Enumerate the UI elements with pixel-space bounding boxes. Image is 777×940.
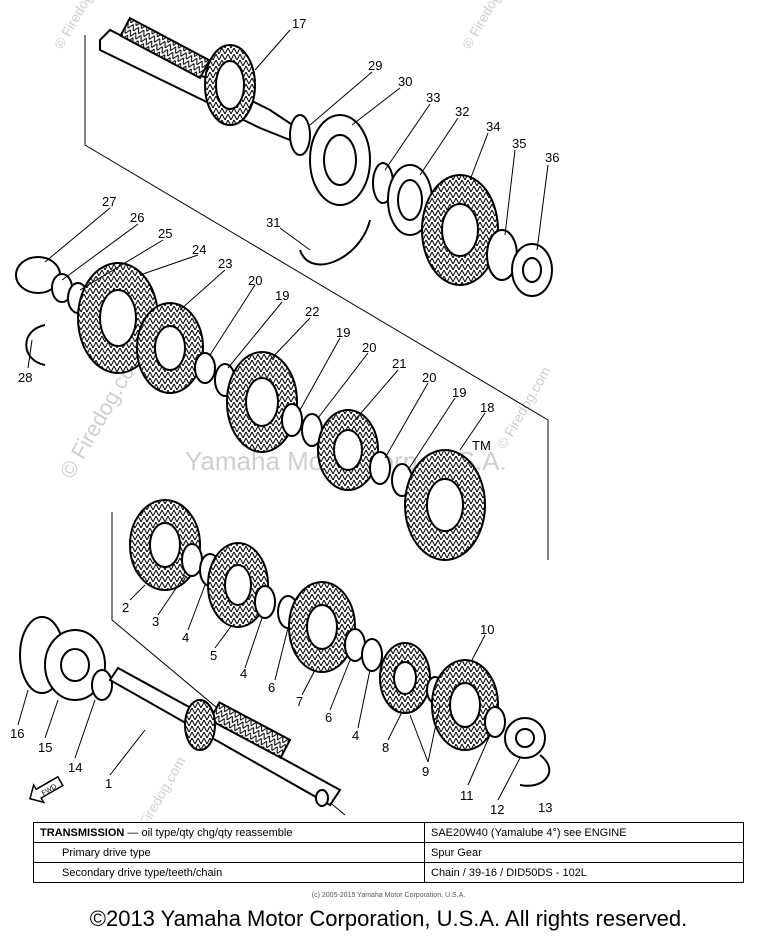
callout-17: 17 [292, 16, 306, 31]
spec-row-secondary: Secondary drive type/teeth/chain Chain /… [33, 862, 744, 883]
callout-29: 29 [368, 58, 382, 73]
callout-7: 7 [296, 694, 303, 709]
spec-table: TRANSMISSION — oil type/qty chg/qty reas… [33, 822, 744, 883]
callout-2: 2 [122, 600, 129, 615]
callout-36: 36 [545, 150, 559, 165]
callout-3: 3 [152, 614, 159, 629]
callout-26: 26 [130, 210, 144, 225]
circlip-31 [299, 219, 371, 266]
spec-row-primary: Primary drive type Spur Gear [33, 842, 744, 863]
spline-17 [119, 16, 211, 80]
copyright-small: (c) 2005-2015 Yamaha Motor Corporation, … [311, 892, 466, 899]
spec-label-transmission: TRANSMISSION — oil type/qty chg/qty reas… [33, 822, 425, 843]
spline-1 [208, 701, 292, 759]
spec-row-transmission: TRANSMISSION — oil type/qty chg/qty reas… [33, 822, 744, 843]
callout-labels: 17 29 30 33 32 34 35 36 31 27 26 25 24 2… [10, 16, 559, 817]
callout-11: 11 [460, 788, 474, 803]
callout-4b: 4 [240, 666, 247, 681]
drive-axle-group [19, 616, 342, 807]
exploded-parts-diagram: Yamaha Motor Corp. U.S.A. © Firedog.com … [10, 0, 559, 820]
callout-tm: TM [472, 438, 491, 453]
lower-gear-group [129, 499, 551, 787]
callout-28: 28 [18, 370, 32, 385]
ring-29 [289, 114, 311, 156]
callout-20c: 20 [422, 370, 436, 385]
callout-5: 5 [210, 648, 217, 663]
callout-14: 14 [68, 760, 82, 775]
callout-12: 12 [490, 802, 504, 817]
circlip-4b [254, 585, 276, 619]
callout-22: 22 [305, 304, 319, 319]
washer-20c [369, 451, 391, 485]
callout-15: 15 [38, 740, 52, 755]
circlip-19b [281, 403, 303, 437]
fwd-arrow-icon: FWD [29, 775, 64, 804]
callout-4a: 4 [182, 630, 189, 645]
washer-20a [194, 352, 216, 384]
spec-value-transmission: SAE20W40 (Yamalube 4°) see ENGINE [424, 822, 744, 843]
drive-axle-1 [108, 666, 342, 807]
callout-23: 23 [218, 256, 232, 271]
callout-8: 8 [382, 740, 389, 755]
circlip-13 [519, 754, 551, 787]
callout-6b: 6 [325, 710, 332, 725]
leader-lines [17, 29, 549, 801]
watermark-firedog-midright: © Firedog.com [494, 364, 554, 452]
copyright-notice: ©2013 Yamaha Motor Corporation, U.S.A. A… [89, 906, 688, 931]
callout-20a: 20 [248, 273, 262, 288]
callout-6a: 6 [268, 680, 275, 695]
spec-value-primary: Spur Gear [424, 842, 744, 863]
middle-gear-group [15, 256, 486, 561]
callout-20b: 20 [362, 340, 376, 355]
callout-21: 21 [392, 356, 406, 371]
callout-27: 27 [102, 194, 116, 209]
callout-24: 24 [192, 242, 206, 257]
callout-19a: 19 [275, 288, 289, 303]
watermark-firedog-topright: © Firedog.com [459, 0, 519, 51]
callout-19b: 19 [336, 325, 350, 340]
callout-25: 25 [158, 226, 172, 241]
watermark-firedog-bottomleft: © Firedog.com [129, 754, 189, 820]
main-axle-17 [99, 28, 302, 142]
callout-4c: 4 [352, 728, 359, 743]
spec-label-primary: Primary drive type [33, 842, 425, 863]
washer-11 [484, 706, 506, 738]
callout-32: 32 [455, 104, 469, 119]
callout-9: 9 [422, 764, 429, 779]
spec-value-secondary: Chain / 39-16 / DID50DS - 102L [424, 862, 744, 883]
callout-1: 1 [105, 776, 112, 791]
callout-10: 10 [480, 622, 494, 637]
circlip-4c [361, 638, 383, 672]
callout-30: 30 [398, 74, 412, 89]
callout-13: 13 [538, 800, 552, 815]
circlip-28 [25, 324, 46, 366]
callout-34: 34 [486, 119, 500, 134]
callout-18: 18 [480, 400, 494, 415]
washer-3 [181, 543, 203, 577]
washer-14 [91, 669, 113, 701]
upper-shaft-group [99, 16, 553, 297]
callout-33: 33 [426, 90, 440, 105]
callout-19c: 19 [452, 385, 466, 400]
callout-31: 31 [266, 215, 280, 230]
callout-35: 35 [512, 136, 526, 151]
spec-label-secondary: Secondary drive type/teeth/chain [33, 862, 425, 883]
gear-1 [184, 699, 216, 751]
callout-16: 16 [10, 726, 24, 741]
